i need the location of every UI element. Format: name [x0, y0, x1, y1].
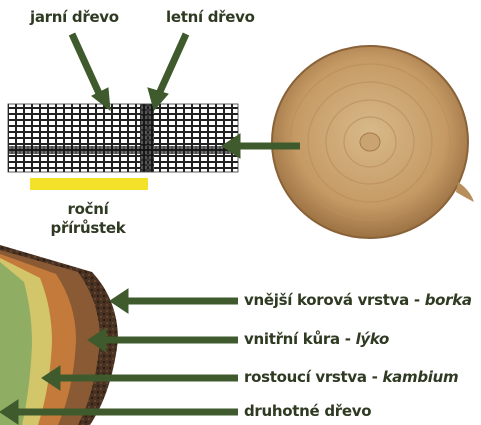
log-cross-section: [272, 46, 474, 238]
label-annual-increment-line1: roční: [38, 200, 138, 218]
label-summer-wood: letní dřevo: [166, 8, 255, 26]
arrow-outer-bark: [110, 289, 238, 313]
outer-bark-term: borka: [425, 291, 472, 309]
inner-bark-term: lýko: [356, 330, 389, 348]
wood-cell-structure: [8, 104, 238, 172]
outer-bark-prefix: vnější korová vrstva -: [244, 291, 425, 309]
label-secondary-wood: druhotné dřevo: [244, 402, 371, 420]
label-cambium: rostoucí vrstva - kambium: [244, 368, 458, 386]
arrow-spring-wood: [72, 34, 110, 110]
inner-bark-prefix: vnitřní kůra -: [244, 330, 356, 348]
cambium-prefix: rostoucí vrstva -: [244, 368, 383, 386]
arrow-summer-wood: [148, 34, 186, 110]
label-outer-bark: vnější korová vrstva - borka: [244, 291, 472, 309]
annual-increment-bar: [30, 178, 148, 190]
label-spring-wood: jarní dřevo: [30, 8, 119, 26]
cambium-term: kambium: [383, 368, 459, 386]
label-annual-increment-line2: přírůstek: [38, 219, 138, 237]
label-inner-bark: vnitřní kůra - lýko: [244, 330, 389, 348]
